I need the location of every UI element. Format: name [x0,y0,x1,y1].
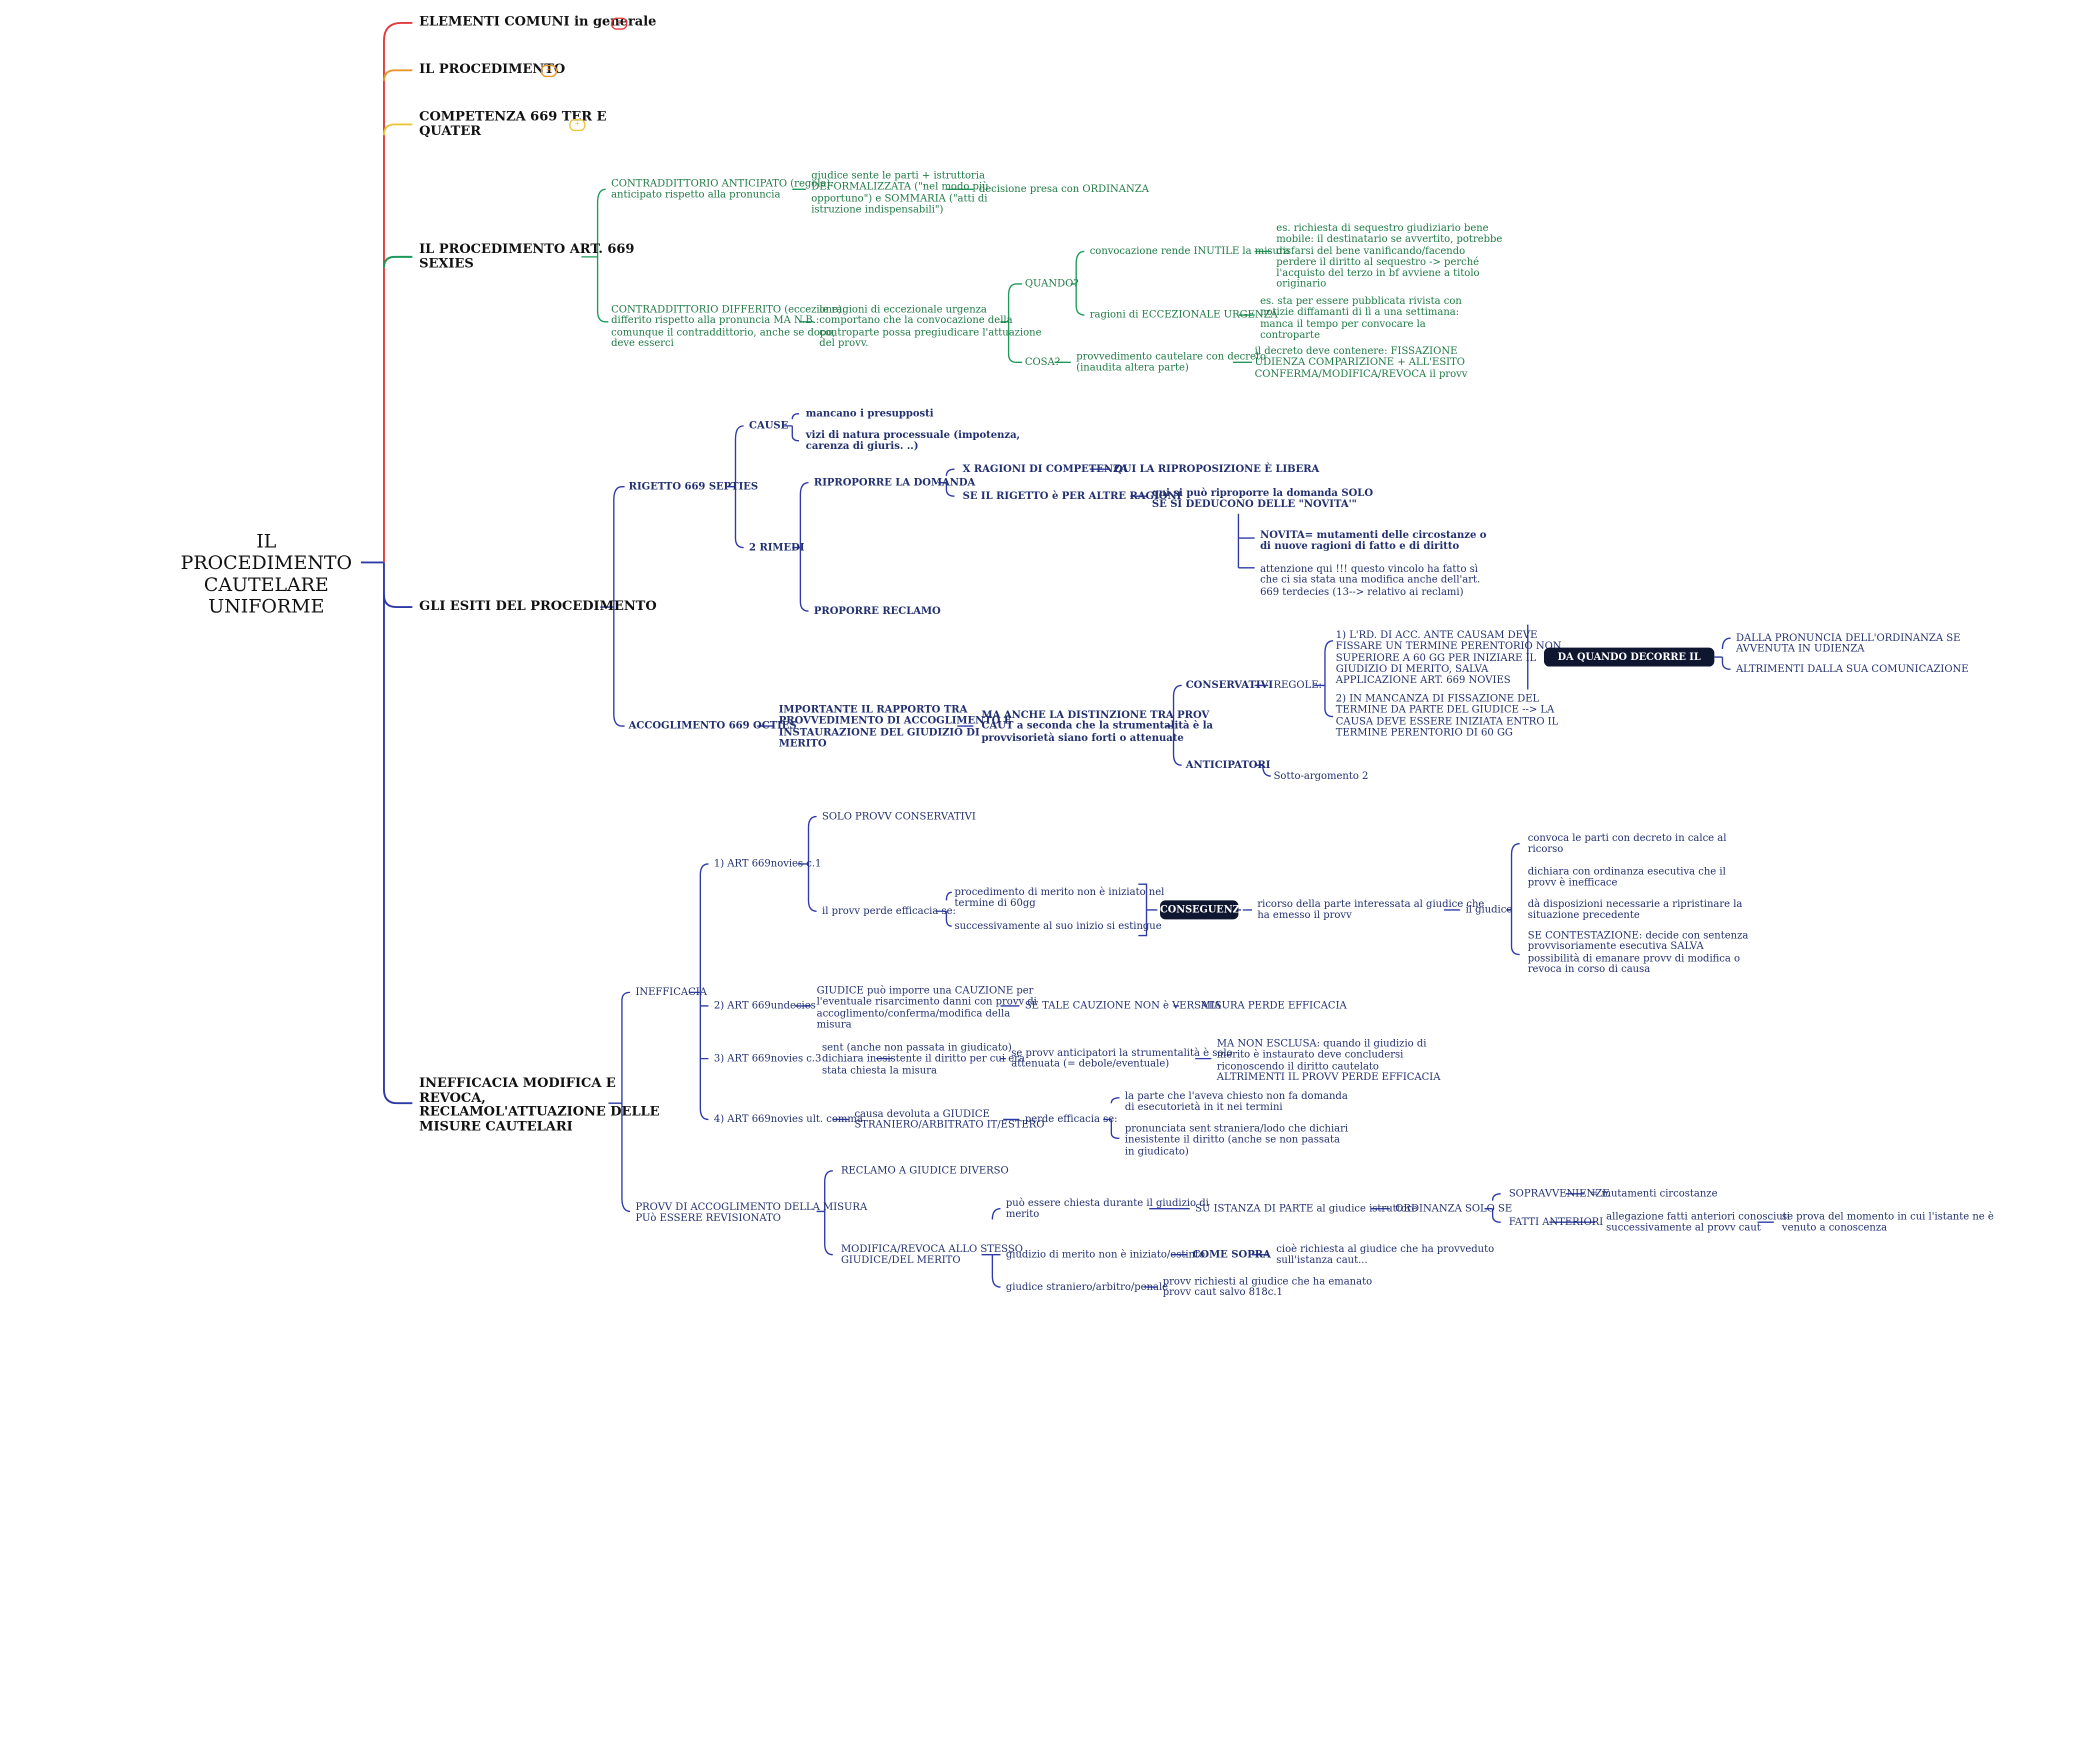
node-ricorso[interactable]: ricorso della parte interessata al giudi… [1257,897,1485,922]
node-perde-efficacia[interactable]: il provv perde efficacia se: [822,904,956,917]
node-anticipatori[interactable]: ANTICIPATORI [1185,758,1271,771]
branch-inefficacia[interactable]: INEFFICACIA MODIFICA E REVOCA, RECLAMOL'… [419,1076,660,1135]
node-estingue[interactable]: successivamente al suo inizio si estingu… [954,919,1162,932]
badge-conseguenze[interactable]: CONSEGUENZE [1160,900,1247,920]
node-sent-straniera[interactable]: pronunciata sent straniera/lodo che dich… [1124,1122,1349,1157]
branch-esiti[interactable]: GLI ESITI DEL PROCEDIMENTO [419,598,657,614]
node-cause-item[interactable]: vizi di natura processuale (impotenza, c… [805,428,1021,452]
node-giudice-item[interactable]: dichiara con ordinanza esecutiva che il … [1527,865,1726,889]
node-solo-conservativi[interactable]: SOLO PROVV CONSERVATIVI [822,809,976,823]
root-topic[interactable]: IL PROCEDIMENTO CAUTELARE UNIFORME [180,531,353,618]
node-urgenza-example[interactable]: es. sta per essere pubblicata rivista co… [1260,294,1462,341]
branch-procedimento[interactable]: IL PROCEDIMENTO [419,62,566,78]
node-sotto-argomento[interactable]: Sotto-argomento 2 [1273,769,1369,782]
node-mutamenti[interactable]: = mutamenti circostanze [1589,1187,1718,1200]
node-modifica-revoca[interactable]: MODIFICA/REVOCA ALLO STESSO GIUDICE/DEL … [840,1242,1023,1266]
node-istanza-parte[interactable]: SU ISTANZA DI PARTE al giudice istruttor… [1195,1201,1418,1215]
node-provv-richiesti[interactable]: provv richiesti al giudice che ha emanat… [1162,1274,1373,1299]
node-merito-non-iniziato-2[interactable]: giudizio di merito non è iniziato/estint… [1005,1247,1206,1261]
node-regola-2[interactable]: 2) IN MANCANZA DI FISSAZIONE DEL TERMINE… [1335,692,1559,739]
node-comunicazione[interactable]: ALTRIMENTI DALLA SUA COMUNICAZIONE [1735,662,1969,675]
node-quando[interactable]: QUANDO? [1024,277,1079,290]
node-libera[interactable]: QUI LA RIPROPOSIZIONE È LIBERA [1114,462,1320,475]
node-giudice-straniero[interactable]: causa devoluta a GIUDICE STRANIERO/ARBIT… [854,1107,1045,1131]
node-cauzione[interactable]: GIUDICE può imporre una CAUZIONE per l'e… [816,984,1037,1031]
collapsed-branch-icon[interactable]: + [540,64,558,78]
node-novita[interactable]: qui si può riproporre la domanda SOLO SE… [1151,486,1374,511]
node-altre-ragioni[interactable]: SE IL RIGETTO è PER ALTRE RAGIONI [962,489,1182,502]
node-art-1[interactable]: 1) ART 669novies c.1 [713,857,822,870]
node-giudice-item[interactable]: SE CONTESTAZIONE: decide con sentenza pr… [1527,928,1749,975]
node-regole[interactable]: REGOLE: [1273,678,1322,691]
branch-competenza[interactable]: COMPETENZA 669 TER E QUATER [419,109,607,139]
node-inutile-example[interactable]: es. richiesta di sequestro giudiziario b… [1276,221,1503,290]
connector-lines [360,22,1774,1288]
collapsed-branch-icon[interactable]: + [611,17,628,30]
node-cause[interactable]: CAUSE [749,419,789,432]
node-giudice-item[interactable]: convoca le parti con decreto in calce al… [1527,831,1727,855]
node-perde-efficacia-4[interactable]: perde efficacia se: [1024,1112,1118,1125]
node-differito[interactable]: CONTRADDITTORIO DIFFERITO (eccezione): d… [611,302,846,349]
node-reclamo[interactable]: PROPORRE RECLAMO [813,604,941,617]
node-riproporre[interactable]: RIPROPORRE LA DOMANDA [813,475,976,489]
node-misura-perde[interactable]: MISURA PERDE EFFICACIA [1200,999,1347,1012]
node-inutile[interactable]: convocazione rende INUTILE la misura [1089,244,1290,257]
node-rimedi[interactable]: 2 RIMEDI [749,540,805,553]
node-reclamo-diverso[interactable]: RECLAMO A GIUDICE DIVERSO [840,1164,1009,1177]
node-rigetto[interactable]: RIGETTO 669 SEPTIES [628,479,759,493]
node-differito-desc[interactable]: le ragioni di eccezionale urgenza compor… [819,302,1042,349]
node-sopravvenienze[interactable]: SOPRAVVENIENZE [1508,1187,1610,1200]
node-il-giudice[interactable]: il giudice [1465,903,1513,916]
node-cosa[interactable]: COSA? [1024,355,1061,368]
node-regola-1[interactable]: 1) L'RD. DI ACC. ANTE CAUSAM DEVE FISSAR… [1335,628,1562,686]
node-anticipatori-attenuata[interactable]: se provv anticipatori la strumentalità è… [1011,1046,1233,1070]
node-attenzione[interactable]: attenzione qui !!! questo vincolo ha fat… [1260,562,1481,598]
node-urgenza[interactable]: ragioni di ECCEZIONALE URGENZA [1089,308,1278,321]
node-cause-item[interactable]: mancano i presupposti [805,406,934,420]
node-ordinanza-solo-se[interactable]: ORDINANZA SOLO SE [1395,1201,1513,1215]
node-giudice-straniero-arbitro[interactable]: giudice straniero/arbitro/penale [1005,1280,1169,1293]
node-sentenza[interactable]: sent (anche non passata in giudicato) di… [822,1041,1025,1076]
node-competenza[interactable]: X RAGIONI DI COMPETENZA [962,462,1129,475]
node-durante-merito[interactable]: può essere chiesta durante il giudizio d… [1005,1196,1209,1220]
node-decreto[interactable]: provvedimento cautelare con decreto (ina… [1076,350,1267,374]
node-novita-def[interactable]: NOVITA= mutamenti delle circostanze o di… [1260,528,1487,553]
node-ordinanza[interactable]: decisione presa con ORDINANZA [978,182,1149,195]
node-art-4[interactable]: 4) ART 669novies ult. comma [713,1112,863,1125]
node-allegazione[interactable]: allegazione fatti anteriori conosciuti s… [1606,1210,1790,1234]
node-decreto-contenuto[interactable]: il decreto deve contenere: FISSAZIONE UD… [1254,344,1468,380]
branch-elementi-comuni[interactable]: ELEMENTI COMUNI in generale [419,14,657,30]
node-merito-non-iniziato[interactable]: procedimento di merito non è iniziato ne… [954,885,1165,909]
node-anticipato[interactable]: CONTRADDITTORIO ANTICIPATO (regola): ant… [611,177,834,201]
node-esecutorieta[interactable]: la parte che l'aveva chiesto non fa doma… [1124,1089,1348,1114]
node-inefficacia[interactable]: INEFFICACIA [635,985,707,998]
node-cioe-richiesta[interactable]: cioè richiesta al giudice che ha provved… [1276,1242,1495,1266]
node-giudice-item[interactable]: dà disposizioni necessarie a ripristinar… [1527,897,1743,922]
node-prova-momento[interactable]: se prova del momento in cui l'istante ne… [1781,1210,1994,1234]
node-anticipato-desc[interactable]: giudice sente le parti + istruttoria DEF… [811,169,989,215]
node-non-esclusa[interactable]: MA NON ESCLUSA: quando il giudizio di me… [1216,1036,1441,1083]
node-importante[interactable]: IMPORTANTE IL RAPPORTO TRA PROVVEDIMENTO… [778,703,1012,749]
branch-sexies[interactable]: IL PROCEDIMENTO ART. 669 SEXIES [419,242,635,272]
node-art-3[interactable]: 3) ART 669novies c.3 [713,1051,822,1065]
node-conservativi[interactable]: CONSERVATIVI [1185,678,1273,691]
node-art-2[interactable]: 2) ART 669undecies [713,999,816,1012]
node-cauzione-non-versata[interactable]: SE TALE CAUZIONE NON è VERSATA [1024,999,1221,1012]
question-badge-decorre[interactable]: DA QUANDO DECORRE IL TERMINE?? [1543,647,1715,681]
collapsed-branch-icon[interactable]: + [569,118,586,132]
node-come-sopra[interactable]: COME SOPRA [1192,1247,1271,1261]
node-fatti-anteriori[interactable]: FATTI ANTERIORI [1508,1215,1604,1228]
node-distinzione[interactable]: MA ANCHE LA DISTINZIONE TRA PROV CAUT a … [981,708,1214,744]
node-provv-revisionato[interactable]: PROVV DI ACCOGLIMENTO DELLA MISURA PUò E… [635,1200,868,1224]
node-pronuncia[interactable]: DALLA PRONUNCIA DELL'ORDINANZA SE AVVENU… [1735,631,1961,655]
node-accoglimento[interactable]: ACCOGLIMENTO 669 OCTIES [628,719,797,732]
